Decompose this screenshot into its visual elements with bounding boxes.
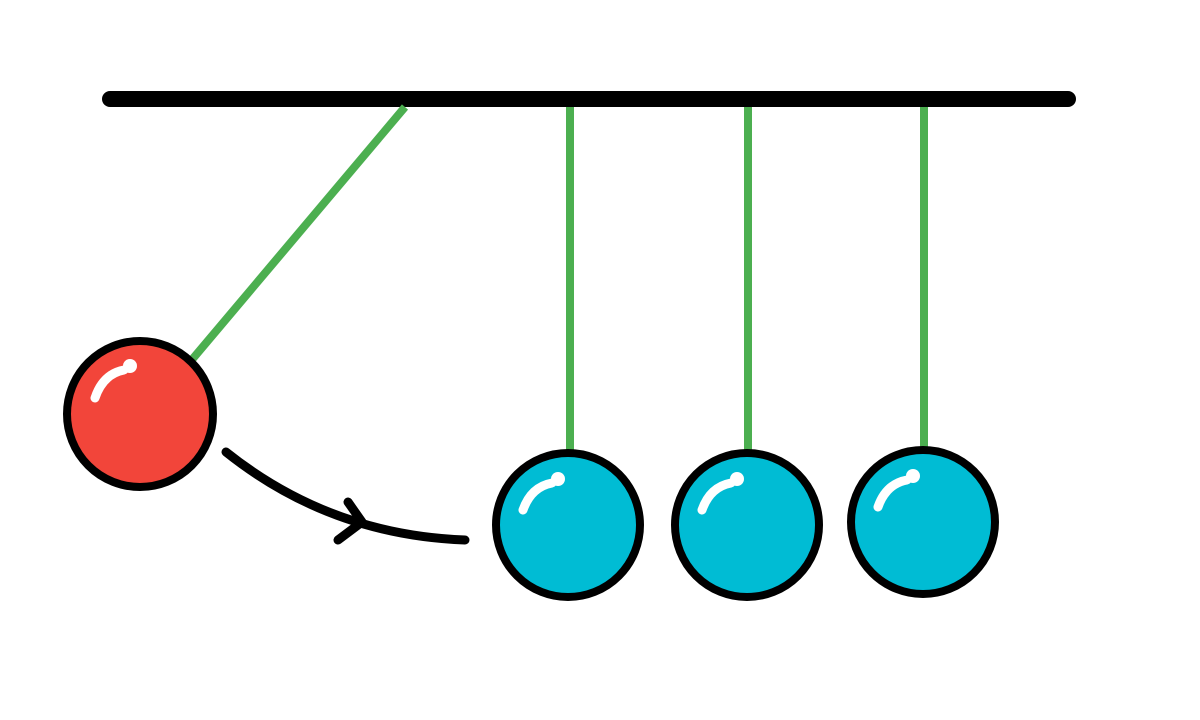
strings-group — [186, 104, 928, 455]
curved-arrow-icon — [221, 447, 470, 545]
shine-dot — [551, 472, 565, 486]
shine-dot — [730, 472, 744, 486]
resting-ball-3 — [847, 446, 999, 598]
shine-highlight — [873, 475, 912, 512]
ball-body — [492, 449, 644, 601]
balls-group — [63, 337, 999, 601]
ball-body — [671, 449, 823, 601]
string-swinging — [186, 104, 409, 365]
shine-highlight — [90, 365, 129, 403]
ball-body — [63, 337, 217, 491]
shine-highlight — [697, 478, 736, 515]
ball-body — [847, 446, 999, 598]
shine-dot — [123, 359, 137, 373]
resting-ball-2 — [671, 449, 823, 601]
shine-dot — [906, 469, 920, 483]
shine-highlight — [518, 478, 557, 515]
arrow-head-icon — [333, 497, 367, 545]
resting-ball-1 — [492, 449, 644, 601]
arrow-curve — [221, 447, 470, 545]
swinging-ball — [63, 337, 217, 491]
